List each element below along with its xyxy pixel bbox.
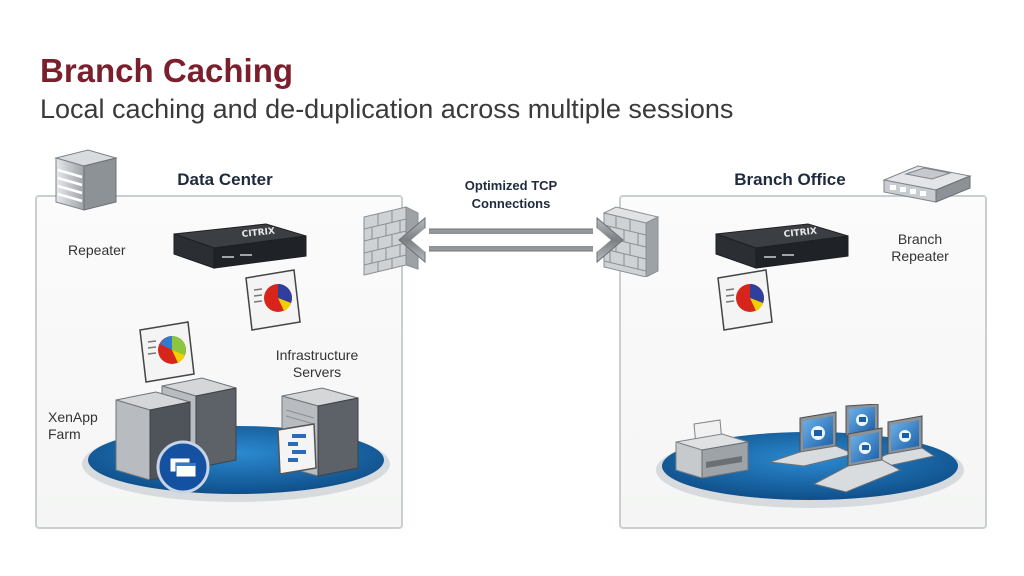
infrastructure-servers-label: Infrastructure Servers <box>258 347 376 381</box>
infrastructure-label-line1: Infrastructure <box>275 347 359 363</box>
data-center-repeater-appliance: CITRIX <box>173 223 307 269</box>
xenapp-label-line2: Farm <box>48 426 81 442</box>
xenapp-cache-pie-icon <box>139 321 195 383</box>
branch-repeater-appliance: CITRIX <box>715 223 849 269</box>
branch-appliance-brand: CITRIX <box>783 227 817 240</box>
connection-label: Optimized TCP Connections <box>440 177 582 213</box>
infrastructure-document-icon <box>277 423 317 475</box>
connection-label-line1: Optimized TCP <box>464 178 558 193</box>
branch-repeater-label: Branch Repeater <box>870 231 970 265</box>
laptop-4 <box>812 427 902 493</box>
data-center-title: Data Center <box>177 170 273 189</box>
optimized-connection-arrow <box>398 216 624 264</box>
branch-office-title: Branch Office <box>734 170 846 189</box>
laptop-2 <box>845 404 879 437</box>
branch-repeater-label-line1: Branch <box>897 231 943 247</box>
laptop-1 <box>769 411 856 467</box>
infrastructure-label-line2: Servers <box>292 364 342 380</box>
connection-label-line2: Connections <box>471 196 551 211</box>
data-center-building-icon <box>54 149 118 211</box>
branch-office-firewall-icon <box>602 206 660 277</box>
xenapp-farm-label: XenApp Farm <box>48 409 98 443</box>
slide-title: Branch Caching <box>40 52 294 89</box>
branch-laptops-icon <box>769 404 936 493</box>
xenapp-label-line1: XenApp <box>48 409 98 425</box>
branch-cache-pie-icon <box>717 269 773 331</box>
xenapp-badge-icon <box>156 440 210 494</box>
slide-subtitle: Local caching and de-duplication across … <box>40 94 734 124</box>
branch-repeater-label-line2: Repeater <box>891 248 949 264</box>
data-center-appliance-brand: CITRIX <box>241 227 275 240</box>
printer-icon <box>675 419 749 479</box>
repeater-label: Repeater <box>68 242 126 258</box>
branch-office-building-icon <box>882 165 972 203</box>
data-center-cache-pie-icon <box>245 269 301 331</box>
